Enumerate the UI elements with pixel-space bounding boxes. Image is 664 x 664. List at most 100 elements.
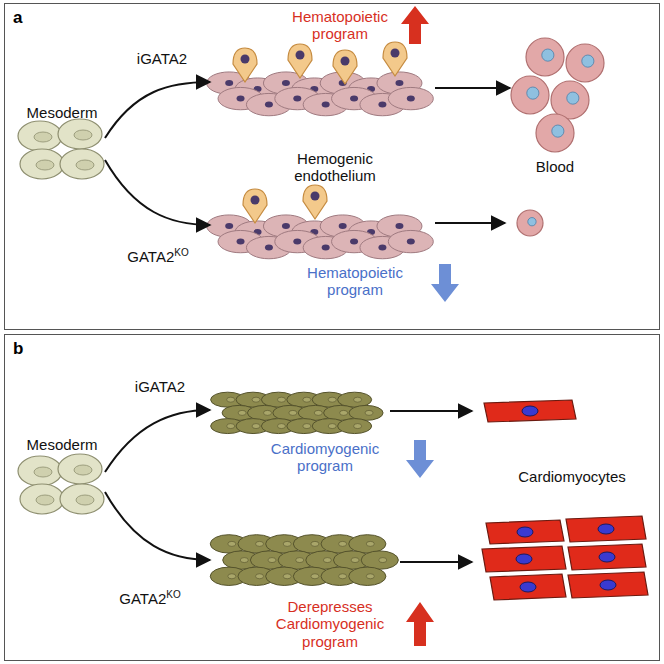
curved-arrow [105,410,210,472]
blood-cell [551,81,589,119]
blood-cell [536,114,574,152]
condition-label: iGATA2 [137,50,187,67]
nucleus [227,397,235,402]
nucleus [339,574,347,579]
nucleus [542,49,554,61]
nucleus [225,223,233,229]
mesoderm-cell [18,456,62,486]
nucleus [351,558,359,563]
cardiomyocyte [490,574,566,600]
superscript: KO [166,589,180,600]
hematopoietic-cell [333,50,357,84]
nucleus [252,397,260,402]
nucleus [328,397,336,402]
nucleus [252,424,260,429]
hematopoietic-cell [288,44,312,78]
cell-type-label: Mesoderm [27,104,98,121]
mesoderm-cell [18,121,62,151]
cardiomyocyte [486,520,564,544]
up-arrow [406,602,434,646]
condition-label: iGATA2 [135,378,185,395]
hematopoietic-cell [383,42,407,76]
nucleus [391,49,400,58]
text: Mesoderm [27,104,98,121]
down-arrow [406,440,434,478]
nucleus [567,92,579,104]
up-arrow [401,6,429,44]
nucleus [350,96,358,102]
nucleus [339,541,347,546]
nucleus [36,495,54,505]
program-label: Hematopoietic program [295,264,415,299]
text: iGATA2 [137,50,187,67]
nucleus [520,582,536,592]
nucleus [322,245,330,251]
nucleus [36,160,54,170]
text: Blood [536,158,574,175]
nucleus [293,96,301,102]
text: Derepresses Cardiomyogenic program [276,598,384,650]
cardiomyocyte [568,544,646,570]
nucleus [268,558,276,563]
nucleus [522,406,538,416]
panel: a [4,3,660,330]
text: GATA2 [127,248,174,265]
nucleus [228,574,236,579]
arrow [435,222,505,224]
endothelial-cell [388,87,433,109]
nucleus [237,239,245,245]
nucleus [365,410,373,415]
nucleus [528,218,536,226]
nucleus [256,574,264,579]
text: Hemogenic endothelium [294,150,376,184]
panel-letter: b [13,339,23,359]
cardiomyocyte [568,572,648,598]
arrow [400,561,472,563]
nucleus [311,541,319,546]
nucleus [339,223,347,229]
nucleus [322,102,330,108]
nucleus [516,554,532,564]
nucleus [277,397,285,402]
nucleus [354,424,362,429]
mesoderm-cell [58,119,102,149]
arrow [390,410,472,412]
program-label: Hematopoietic program [280,8,400,43]
text: GATA2 [119,590,166,607]
nucleus [227,424,235,429]
curved-arrow [105,492,210,560]
blood-cell [566,44,604,82]
nucleus [296,558,304,563]
nucleus [598,524,614,534]
hematopoietic-cell [233,48,257,82]
nucleus [366,541,374,546]
blood-cell [517,210,543,236]
text: Mesoderm [27,436,98,453]
progenitor-cell [349,535,386,553]
nucleus [282,80,290,86]
nucleus [282,223,290,229]
nucleus [600,580,616,590]
nucleus [283,574,291,579]
nucleus [366,574,374,579]
cardiomyocyte [566,516,646,542]
nucleus [225,80,233,86]
nucleus [379,558,387,563]
mesoderm-cell [58,454,102,484]
nucleus [395,80,403,86]
nucleus [228,541,236,546]
nucleus [311,192,320,201]
nucleus [527,87,539,99]
nucleus [76,160,94,170]
nucleus [238,410,246,415]
nucleus [341,57,350,66]
text: Cardiomyogenic program [271,440,379,474]
nucleus [283,541,291,546]
nucleus [395,223,403,229]
nucleus [74,465,92,475]
nucleus [237,96,245,102]
nucleus [323,558,331,563]
text: Hematopoietic program [292,8,388,42]
condition-label: GATA2KO [119,590,180,607]
